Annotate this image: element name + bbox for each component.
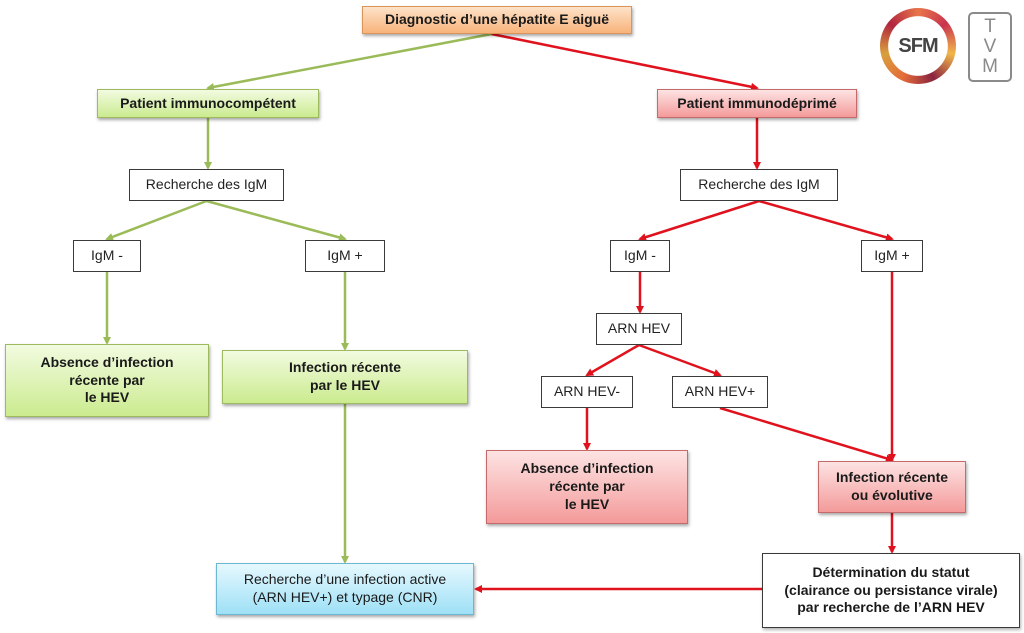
node-determination-statut: Détermination du statut (clairance ou pe… <box>762 553 1020 628</box>
sfm-logo-text: SFM <box>898 34 938 57</box>
node-infection-recente-evolutive: Infection récente ou évolutive <box>818 461 966 513</box>
node-recherche-infection-active: Recherche d’une infection active (ARN HE… <box>216 563 474 615</box>
connector-root-to-immunocompetent <box>206 32 492 91</box>
connector-igm-search-left-to-igm-pos-left <box>206 199 347 242</box>
node-igm-negative-left: IgM - <box>73 240 141 272</box>
node-infection-recente-left: Infection récente par le HEV <box>222 350 468 404</box>
node-igm-positive-right: IgM + <box>861 240 923 272</box>
tvm-logo: T V M <box>968 12 1012 82</box>
connector-arn-hev-to-arn-hev-pos <box>638 343 722 377</box>
tvm-logo-letter-v: V <box>983 36 997 57</box>
node-arn-hev: ARN HEV <box>596 313 682 345</box>
connector-igm-search-right-to-igm-pos-right <box>758 199 894 242</box>
tvm-logo-letter-m: M <box>982 56 998 77</box>
connector-root-to-immunodeprime <box>491 32 759 91</box>
node-igm-search-left: Recherche des IgM <box>129 169 284 201</box>
node-arn-hev-positive: ARN HEV+ <box>672 376 768 408</box>
connector-arn-hev-to-arn-hev-neg <box>585 343 640 377</box>
root-node-diagnostic: Diagnostic d’une hépatite E aiguë <box>362 6 632 34</box>
node-igm-search-right: Recherche des IgM <box>680 169 838 201</box>
node-patient-immunocompetent: Patient immunocompétent <box>97 89 319 118</box>
node-patient-immunodeprime: Patient immunodéprimé <box>657 89 857 118</box>
connector-igm-search-right-to-igm-neg-right <box>638 199 760 241</box>
connector-arn-hev-pos-to-recent-right <box>719 406 894 463</box>
tvm-logo-letter-t: T <box>984 16 996 37</box>
node-absence-infection-right: Absence d’infection récente par le HEV <box>486 450 688 524</box>
node-absence-infection-left: Absence d’infection récente par le HEV <box>5 344 209 417</box>
node-igm-negative-right: IgM - <box>610 240 670 272</box>
sfm-logo: SFM <box>880 8 956 84</box>
connector-igm-search-left-to-igm-neg-left <box>105 199 207 241</box>
node-arn-hev-negative: ARN HEV- <box>541 376 633 408</box>
node-igm-positive-left: IgM + <box>305 240 385 272</box>
